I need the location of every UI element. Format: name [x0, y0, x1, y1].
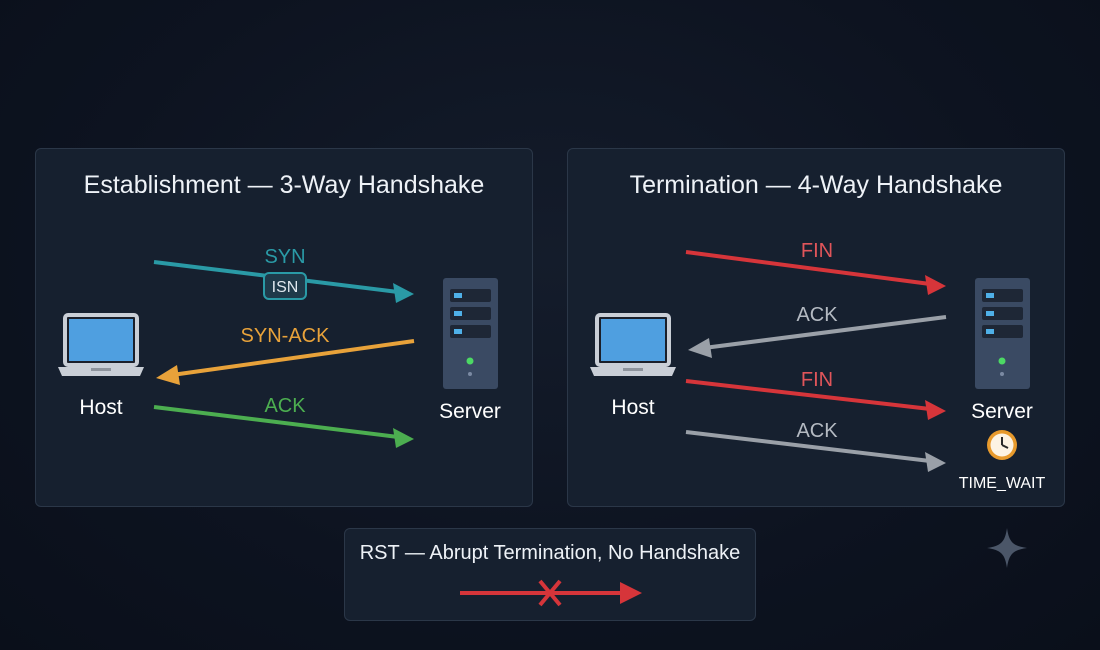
syn-ack-arrow — [156, 339, 415, 385]
cross-icon — [538, 579, 562, 607]
clock-icon — [987, 430, 1017, 460]
ack-arrow-2 — [685, 430, 946, 472]
host-laptop-icon — [590, 313, 676, 376]
establishment-panel: Establishment — 3-Way Handshake Host Ser… — [35, 148, 533, 507]
time-wait-label: TIME_WAIT — [959, 475, 1046, 492]
establishment-diagram: Host Server SYN ISN SYN-AC — [58, 246, 501, 448]
server-label: Server — [971, 400, 1033, 423]
fin-label-2: FIN — [801, 369, 833, 391]
rst-title: RST — Abrupt Termination, No Handshake — [359, 542, 741, 564]
termination-diagram: Host Server FIN ACK — [590, 240, 1046, 492]
sparkle-icon — [987, 528, 1027, 568]
ack-label-2: ACK — [796, 420, 838, 442]
isn-label: ISN — [272, 279, 299, 296]
rst-diagram — [460, 579, 642, 607]
server-icon — [443, 278, 498, 389]
server-icon — [975, 278, 1030, 389]
host-label: Host — [79, 396, 122, 419]
fin-arrow-2 — [685, 379, 946, 420]
fin-label-1: FIN — [801, 240, 833, 262]
termination-title: Termination — 4-Way Handshake — [629, 171, 1003, 199]
syn-ack-label: SYN-ACK — [241, 325, 331, 347]
syn-label: SYN — [264, 246, 305, 268]
ack-label: ACK — [264, 395, 306, 417]
ack-arrow — [153, 405, 414, 448]
rst-arrow — [460, 582, 642, 604]
isn-badge: ISN — [263, 272, 307, 300]
termination-panel: Termination — 4-Way Handshake Host Serve… — [567, 148, 1065, 507]
ack-label-1: ACK — [796, 304, 838, 326]
fin-arrow-1 — [685, 250, 946, 295]
establishment-title: Establishment — 3-Way Handshake — [83, 171, 485, 199]
server-label: Server — [439, 400, 501, 423]
ack-arrow-1 — [688, 315, 947, 358]
rst-panel: RST — Abrupt Termination, No Handshake — [344, 528, 756, 621]
host-label: Host — [611, 396, 654, 419]
host-laptop-icon — [58, 313, 144, 376]
